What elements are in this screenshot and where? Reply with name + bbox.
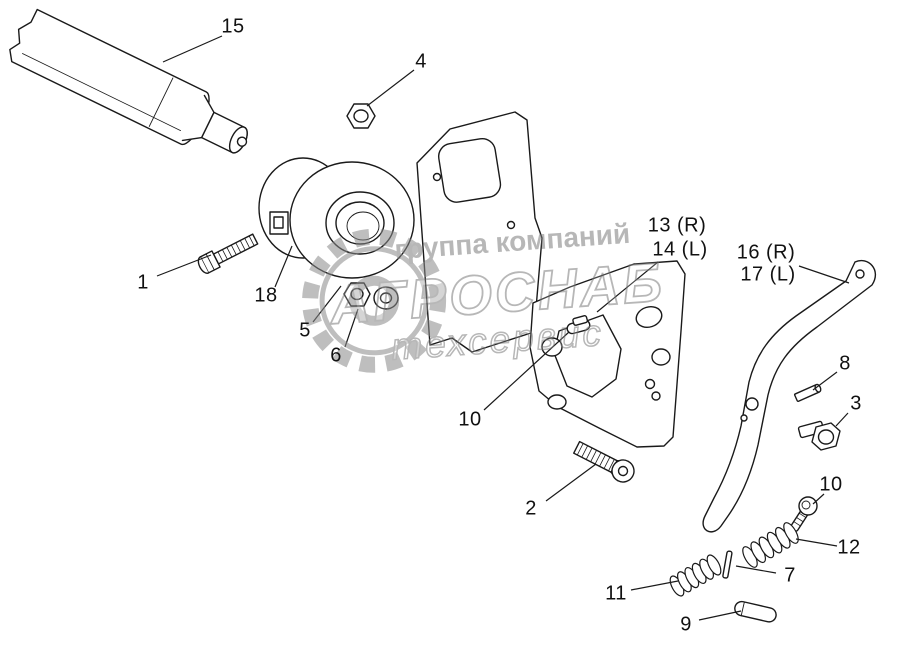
part-spring-11 [669, 554, 722, 597]
callout-17: 17 (L) [740, 263, 796, 286]
callout-5: 5 [299, 319, 311, 342]
leader-7 [735, 565, 777, 574]
callout-9: 9 [680, 613, 692, 636]
callout-1: 1 [137, 271, 149, 294]
callout-10b: 10 [819, 473, 843, 496]
part-plate [416, 111, 543, 353]
part-bracket [529, 260, 686, 448]
callout-2: 2 [525, 497, 537, 520]
callout-4: 4 [415, 50, 427, 73]
callout-15: 15 [221, 15, 245, 38]
callout-6: 6 [330, 344, 342, 367]
watermark: группа компаний АГРОСНАБ техсервис [302, 218, 668, 373]
callout-14: 14 (L) [652, 238, 708, 261]
part-pin-7 [722, 550, 733, 579]
callout-18: 18 [254, 284, 278, 307]
callout-7: 7 [784, 564, 796, 587]
callout-8: 8 [839, 352, 851, 375]
part-lever [702, 259, 877, 533]
part-bolt-1 [197, 233, 259, 274]
leader-10b [812, 493, 825, 505]
leader-10a [483, 331, 570, 411]
callout-13: 13 (R) [647, 214, 707, 237]
part-bolt-10 [790, 496, 818, 532]
leader-16-17 [798, 265, 850, 284]
part-spring-12 [742, 522, 799, 568]
part-pin-8 [793, 383, 822, 403]
gear-watermark-icon [302, 228, 447, 373]
leader-3 [835, 412, 849, 427]
leader-1 [156, 254, 212, 277]
leader-4 [366, 69, 415, 107]
callout-10a: 10 [458, 408, 482, 431]
part-pin-10 [572, 315, 589, 326]
leader-11 [630, 580, 679, 591]
part-screw-2 [573, 440, 635, 483]
callout-12: 12 [837, 536, 861, 559]
leader-18 [274, 245, 293, 288]
leader-12 [795, 538, 838, 547]
leader-lines [156, 35, 850, 621]
leader-15 [162, 35, 223, 63]
callout-11: 11 [605, 582, 627, 605]
callout-3: 3 [850, 392, 862, 415]
callout-16: 16 (R) [736, 241, 796, 264]
leader-8 [812, 371, 838, 391]
part-shaft [9, 8, 248, 154]
part-nut-4 [346, 103, 376, 129]
parts-layer [9, 8, 877, 623]
leader-9 [698, 610, 742, 621]
part-bolt-3 [797, 420, 841, 451]
part-pin-9 [734, 600, 777, 623]
leader-2 [545, 463, 597, 502]
leader-13-14 [596, 261, 659, 313]
